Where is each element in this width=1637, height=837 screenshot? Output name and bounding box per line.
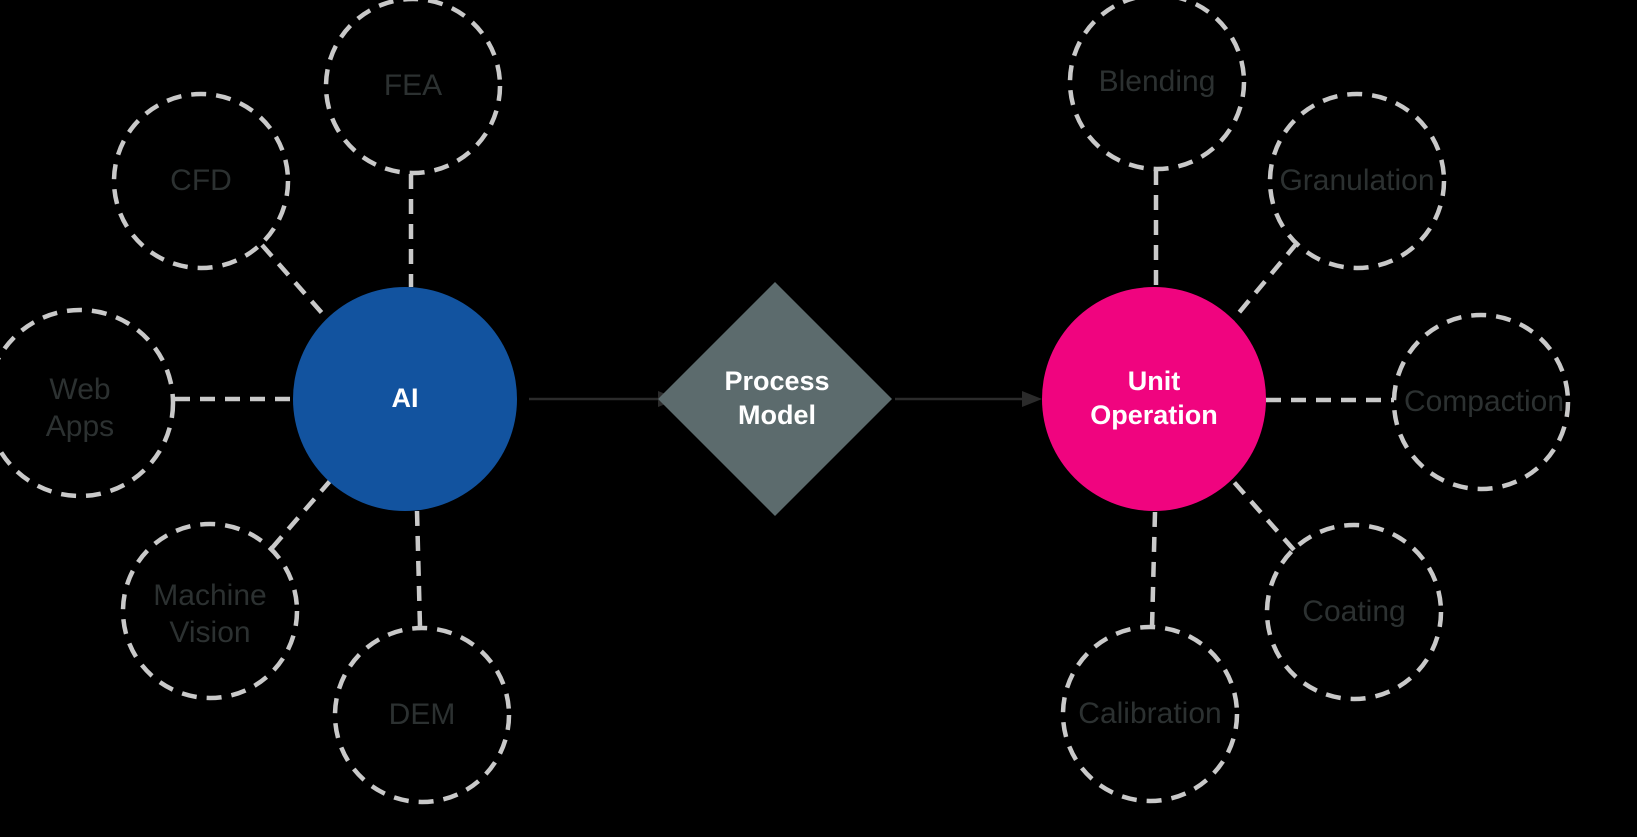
satellite-cfd[interactable]: CFD (111, 91, 291, 271)
satellite-compaction-label: Compaction (1404, 385, 1564, 418)
hub-ai-circle[interactable] (293, 287, 517, 511)
satellite-fea-label: FEA (384, 69, 442, 102)
satellite-granulation[interactable]: Granulation (1267, 91, 1447, 271)
unit-operation-satellites: Blending Granulation Compaction Coating … (1060, 0, 1571, 804)
satellite-web-apps[interactable]: Web Apps (0, 307, 176, 499)
hub-unit-operation-label-line2: Operation (1090, 400, 1218, 430)
satellite-cfd-label: CFD (170, 164, 232, 197)
hub-process-model-label-line1: Process (724, 366, 829, 396)
spoke-ai-dem (414, 510, 423, 628)
spoke-ai-cfd (260, 243, 331, 323)
satellite-fea[interactable]: FEA (323, 0, 503, 176)
spoke-uo-calibration (1149, 511, 1158, 629)
satellite-coating-label: Coating (1302, 595, 1405, 628)
hub-unit-operation[interactable]: Unit Operation (1042, 287, 1266, 511)
satellite-calibration[interactable]: Calibration (1060, 624, 1240, 804)
hub-unit-operation-circle[interactable] (1042, 287, 1266, 511)
satellite-compaction[interactable]: Compaction (1391, 312, 1571, 492)
ai-spokes (175, 174, 423, 628)
satellite-dem-label: DEM (389, 698, 456, 731)
satellite-granulation-label: Granulation (1279, 164, 1434, 197)
flow-ai-to-process-model (529, 391, 678, 407)
satellite-calibration-label: Calibration (1078, 697, 1221, 730)
ai-satellites: FEA CFD Web Apps Machine Vision DEM (0, 0, 512, 805)
spoke-uo-granulation (1230, 241, 1299, 323)
hub-process-model-diamond[interactable] (658, 282, 892, 516)
satellite-machine-vision-label-line1: Machine (153, 579, 266, 612)
flow-process-model-to-unit-operation (895, 391, 1042, 407)
hub-unit-operation-label-line1: Unit (1128, 366, 1180, 396)
hub-process-model[interactable]: Process Model (658, 282, 892, 516)
satellite-blending-label: Blending (1099, 65, 1216, 98)
satellite-web-apps-label-line2: Apps (46, 410, 114, 443)
satellite-machine-vision-label-line2: Vision (169, 616, 250, 649)
unit-operation-spokes (1149, 170, 1394, 629)
hub-ai[interactable]: AI (293, 287, 517, 511)
spoke-uo-coating (1231, 479, 1296, 552)
satellite-web-apps-label-line1: Web (49, 373, 110, 406)
hub-ai-label: AI (392, 383, 419, 413)
satellite-coating[interactable]: Coating (1264, 522, 1444, 702)
satellite-machine-vision[interactable]: Machine Vision (120, 521, 300, 701)
satellite-blending[interactable]: Blending (1067, 0, 1247, 172)
spoke-ai-machine-vision (270, 479, 332, 550)
satellite-dem[interactable]: DEM (332, 625, 512, 805)
hub-process-model-label-line2: Model (738, 400, 816, 430)
